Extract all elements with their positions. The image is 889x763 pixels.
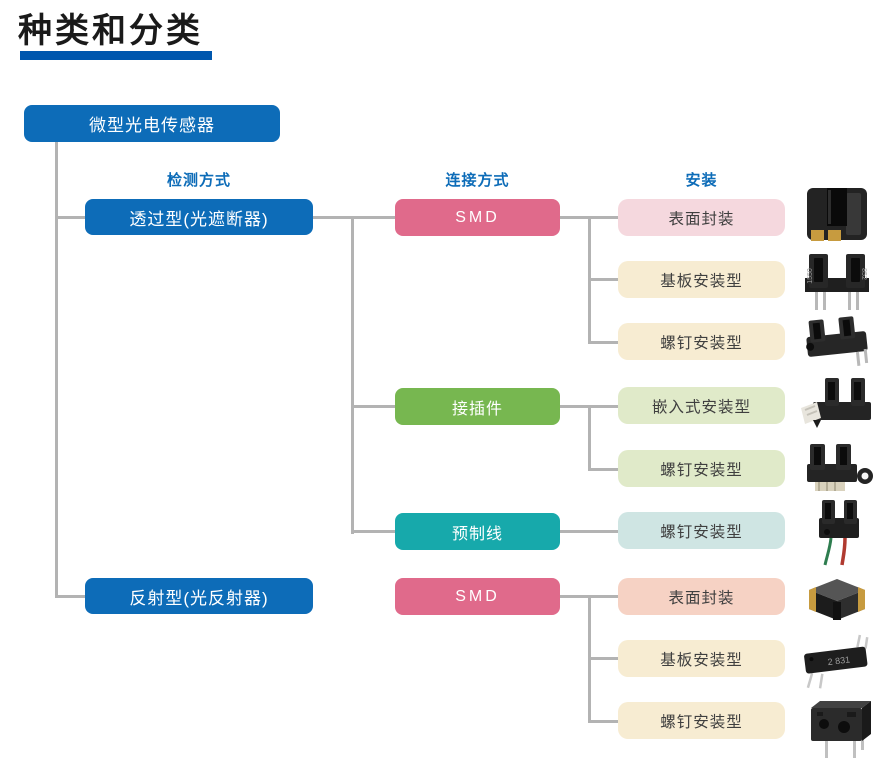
node-mount-pcb-1-label: 基板安装型 [660, 272, 743, 290]
node-connector-type: 接插件 [395, 388, 560, 425]
node-prewired: 预制线 [395, 513, 560, 550]
product-marking-flat: 2 831 [827, 654, 851, 667]
node-smd-1-label: SMD [455, 208, 500, 226]
connector-d3 [588, 720, 618, 723]
node-mount-screw-4-label: 螺钉安装型 [660, 713, 743, 731]
product-marking-left: 1550 [807, 268, 814, 284]
slot-sensor-ear-icon [807, 444, 873, 491]
connector-smd1-out [560, 216, 590, 219]
node-smd-1: SMD [395, 199, 560, 236]
connector-b2 [588, 278, 618, 281]
slot-sensor-connector-icon [801, 378, 871, 428]
node-reflective-label: 反射型(光反射器) [129, 588, 269, 608]
connector-to-prewired [351, 530, 395, 533]
flat-sensor-icon: 2 831 [804, 634, 869, 689]
connector-junction-c-vertical [588, 405, 591, 471]
connector-b1 [588, 216, 618, 219]
connector-c1 [588, 405, 618, 408]
connector-to-connector-type [351, 405, 395, 408]
node-mount-screw-1-label: 螺钉安装型 [660, 334, 743, 352]
product-photo-slot-screw-mount [797, 316, 877, 372]
product-photo-slot-connector [797, 376, 877, 436]
connector-b3 [588, 341, 618, 344]
node-prewired-label: 预制线 [451, 525, 503, 543]
node-mount-surface-1-label: 表面封装 [668, 210, 735, 228]
connector-c2 [588, 468, 618, 471]
product-photo-slot-pcb-mount: 1550 852 [797, 252, 877, 312]
node-mount-surface-2-label: 表面封装 [668, 589, 735, 607]
product-marking-right: 852 [860, 268, 867, 280]
node-mount-screw-4: 螺钉安装型 [618, 702, 785, 739]
column-header-connection: 连接方式 [445, 172, 510, 189]
smd-chip-icon [809, 579, 865, 620]
product-photo-slot-prewired [797, 498, 877, 566]
node-mount-screw-2: 螺钉安装型 [618, 450, 785, 487]
node-mount-screw-2-label: 螺钉安装型 [660, 461, 743, 479]
node-mount-surface-2: 表面封装 [618, 578, 785, 615]
connector-to-transmissive [55, 216, 85, 219]
product-photo-box-screw-mount [797, 694, 877, 760]
node-root-sensor: 微型光电传感器 [24, 105, 280, 142]
slot-sensor-wires-icon [819, 500, 859, 566]
connector-trunk-vertical [55, 142, 58, 598]
column-header-mounting: 安装 [685, 172, 718, 189]
slot-sensor-icon [807, 188, 867, 241]
column-header-detection: 检测方式 [166, 172, 231, 189]
node-mount-embedded: 嵌入式安装型 [618, 387, 785, 424]
connector-to-reflective [55, 595, 85, 598]
connector-d2 [588, 657, 618, 660]
connector-prewired-out [560, 530, 618, 533]
connector-d1 [588, 595, 618, 598]
box-sensor-icon [811, 701, 871, 758]
connector-connector-type-out [560, 405, 590, 408]
connector-transmissive-out [313, 216, 353, 219]
page-title: 种类和分类 [18, 12, 203, 50]
node-mount-embedded-label: 嵌入式安装型 [651, 398, 751, 416]
node-mount-screw-1: 螺钉安装型 [618, 323, 785, 360]
node-transmissive-label: 透过型(光遮断器) [129, 209, 269, 229]
node-mount-pcb-2-label: 基板安装型 [660, 651, 743, 669]
node-mount-screw-3-label: 螺钉安装型 [660, 523, 743, 541]
node-root-label: 微型光电传感器 [89, 116, 215, 135]
node-mount-surface-1: 表面封装 [618, 199, 785, 236]
node-connector-type-label: 接插件 [451, 400, 503, 418]
connector-junction-a-vertical [351, 216, 354, 534]
product-photo-smd-chip [797, 574, 877, 622]
slot-sensor-angled-icon [806, 316, 869, 366]
node-transmissive: 透过型(光遮断器) [85, 199, 313, 235]
product-photo-slot-surface-mount [797, 186, 877, 248]
title-underline-bar [20, 51, 212, 60]
slot-sensor-pins-icon: 1550 852 [805, 254, 869, 310]
connector-to-smd1 [351, 216, 395, 219]
node-mount-screw-3: 螺钉安装型 [618, 512, 785, 549]
product-photo-flat-pcb-mount: 2 831 [797, 634, 877, 690]
node-mount-pcb-2: 基板安装型 [618, 640, 785, 677]
node-mount-pcb-1: 基板安装型 [618, 261, 785, 298]
product-photo-slot-ear-mount [797, 442, 877, 498]
node-smd-2-label: SMD [455, 587, 500, 605]
node-smd-2: SMD [395, 578, 560, 615]
connector-smd2-out [560, 595, 590, 598]
node-reflective: 反射型(光反射器) [85, 578, 313, 614]
